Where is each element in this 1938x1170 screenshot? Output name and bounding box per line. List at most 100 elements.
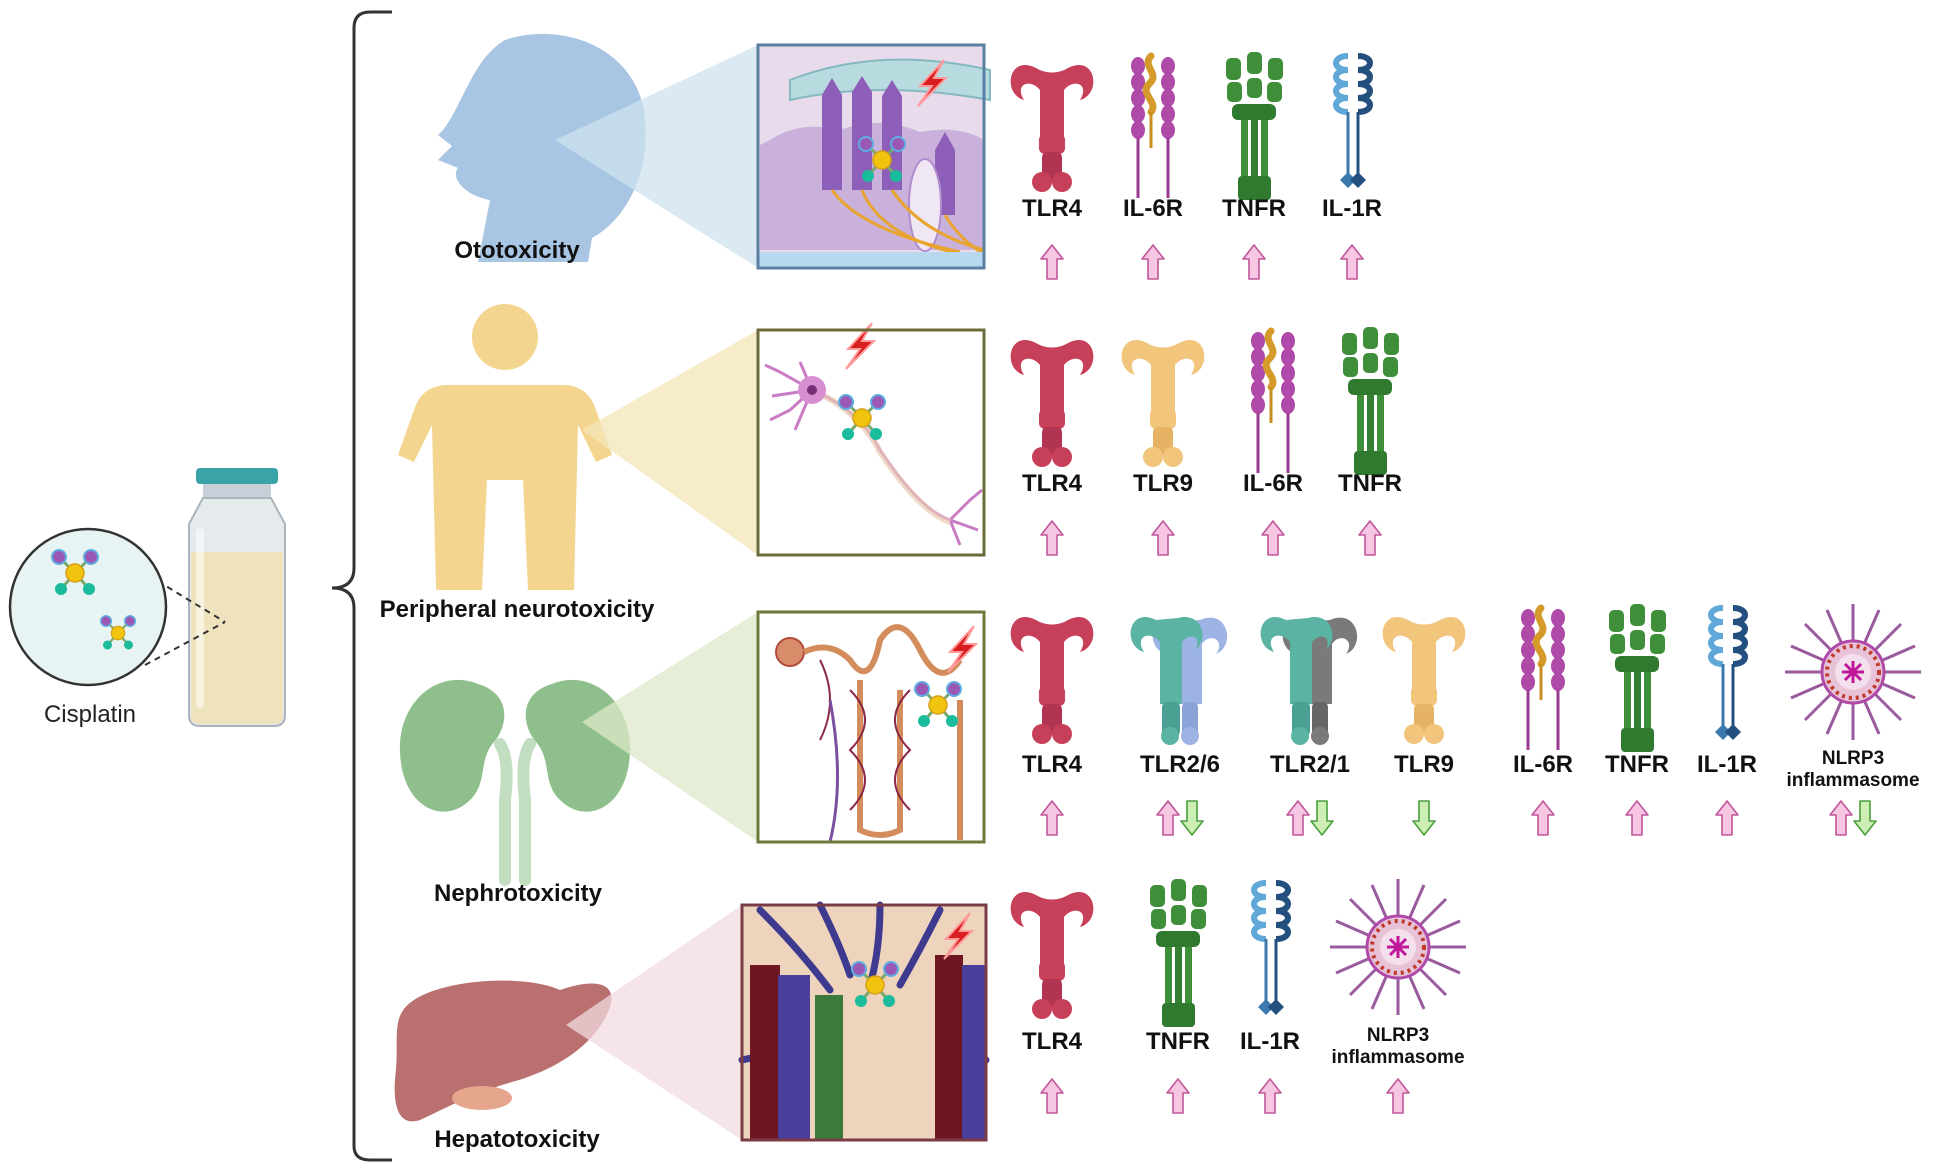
upregulation-arrow-icon [1040,520,1064,556]
receptor-label-line2: inflammasome [1331,1047,1464,1068]
receptor-label: IL-6R [1243,470,1303,497]
receptor-label: IL-6R [1513,751,1573,778]
receptor-neurotoxicity-tlr4: TLR4 [1010,340,1094,556]
upregulation-arrow-icon [1151,520,1175,556]
il-1r-receptor-icon [1336,56,1370,188]
receptor-label: IL-1R [1322,195,1382,222]
tnfr-receptor-icon [1150,879,1207,1027]
tlr2-6-receptor-icon [1130,617,1228,745]
kidney-zoom-wedge [582,612,758,842]
tlr4-receptor-icon [1010,892,1094,1019]
receptor-label: TLR4 [1022,751,1083,778]
downregulation-arrow-icon [1412,800,1436,836]
upregulation-arrow-icon [1386,1078,1410,1114]
receptor-label: IL-6R [1123,195,1183,222]
receptor-label: TNFR [1146,1028,1210,1055]
il-1r-receptor-icon [1711,608,1745,740]
upregulation-arrow-icon [1625,800,1649,836]
upregulation-arrow-icon [1715,800,1739,836]
tnfr-receptor-icon [1226,52,1283,200]
receptor-hepatotoxicity-il-1r: IL-1R [1240,883,1300,1114]
upregulation-arrow-icon [1242,244,1266,280]
tlr4-receptor-icon [1010,617,1094,744]
kidneys-icon [399,679,631,886]
section-title-ototoxicity: Ototoxicity [454,237,580,264]
tnfr-receptor-icon [1342,327,1399,475]
upregulation-arrow-icon [1166,1078,1190,1114]
receptor-label: TLR4 [1022,195,1083,222]
receptor-ototoxicity-il-6r: IL-6R [1123,56,1183,280]
receptor-label: TNFR [1222,195,1286,222]
receptor-label: NLRP3 [1367,1025,1429,1046]
receptor-label: TLR4 [1022,470,1083,497]
downregulation-arrow-icon [1310,800,1334,836]
receptor-label: TLR2/6 [1140,751,1220,778]
human-body-icon [398,304,612,590]
section-title-hepatotoxicity: Hepatotoxicity [434,1126,600,1153]
receptor-ototoxicity-tlr4: TLR4 [1010,65,1094,280]
cisplatin-label: Cisplatin [44,701,136,728]
receptor-hepatotoxicity-tlr4: TLR4 [1010,892,1094,1114]
upregulation-arrow-icon [1040,244,1064,280]
section-title-nephrotoxicity: Nephrotoxicity [434,880,603,907]
receptor-label: TLR2/1 [1270,751,1350,778]
receptor-neurotoxicity-il-6r: IL-6R [1243,331,1303,556]
receptor-nephrotoxicity-tlr4: TLR4 [1010,617,1094,836]
receptor-nephrotoxicity-il-1r: IL-1R [1697,608,1757,836]
receptor-nephrotoxicity-tnfr: TNFR [1605,604,1669,836]
liver-lobule-panel [738,901,990,1142]
cochlea-hair-cell-panel [756,43,991,270]
upregulation-arrow-icon [1040,1078,1064,1114]
receptor-label: TLR9 [1133,470,1193,497]
receptor-nephrotoxicity-il-6r: IL-6R [1513,608,1573,836]
upregulation-arrow-icon [1286,800,1310,836]
liver-icon [394,980,612,1122]
neuron-zoom-wedge [582,330,758,555]
receptor-nephrotoxicity-tlr2-1: TLR2/1 [1260,617,1358,836]
cisplatin-vial [188,468,286,727]
receptor-label: TNFR [1605,751,1669,778]
receptor-hepatotoxicity-tnfr: TNFR [1146,879,1210,1114]
cisplatin-molecule-zoom [8,527,168,687]
downregulation-arrow-icon [1853,800,1877,836]
upregulation-arrow-icon [1156,800,1180,836]
upregulation-arrow-icon [1040,800,1064,836]
il-6r-receptor-icon [1131,56,1175,198]
nlrp3-receptor-icon [1328,877,1468,1017]
tlr9-receptor-icon [1382,617,1466,744]
receptor-nephrotoxicity-tlr2-6: TLR2/6 [1130,617,1228,836]
receptor-label: NLRP3 [1822,748,1884,769]
receptor-neurotoxicity-tnfr: TNFR [1338,327,1402,556]
section-title-neurotoxicity: Peripheral neurotoxicity [380,596,655,623]
receptor-nephrotoxicity-tlr9: TLR9 [1382,617,1466,836]
section-brace [331,10,392,1162]
tlr4-receptor-icon [1010,65,1094,192]
neuron-panel [756,322,986,557]
receptor-neurotoxicity-tlr9: TLR9 [1121,340,1205,556]
upregulation-arrow-icon [1141,244,1165,280]
upregulation-arrow-icon [1258,1078,1282,1114]
tnfr-receptor-icon [1609,604,1666,752]
child-head-icon [438,33,646,263]
tlr4-receptor-icon [1010,340,1094,467]
downregulation-arrow-icon [1180,800,1204,836]
upregulation-arrow-icon [1358,520,1382,556]
receptor-label-line2: inflammasome [1786,770,1919,791]
upregulation-arrow-icon [1829,800,1853,836]
receptor-label: TLR9 [1394,751,1454,778]
nlrp3-receptor-icon [1783,602,1923,742]
receptor-label: IL-1R [1240,1028,1300,1055]
il-6r-receptor-icon [1521,608,1565,750]
receptor-ototoxicity-tnfr: TNFR [1222,52,1286,280]
il-1r-receptor-icon [1254,883,1288,1015]
receptor-ototoxicity-il-1r: IL-1R [1322,56,1382,280]
receptor-label: IL-1R [1697,751,1757,778]
ear-zoom-wedge [555,45,758,268]
nephron-panel [756,610,986,844]
tlr2-1-receptor-icon [1260,617,1358,745]
upregulation-arrow-icon [1261,520,1285,556]
